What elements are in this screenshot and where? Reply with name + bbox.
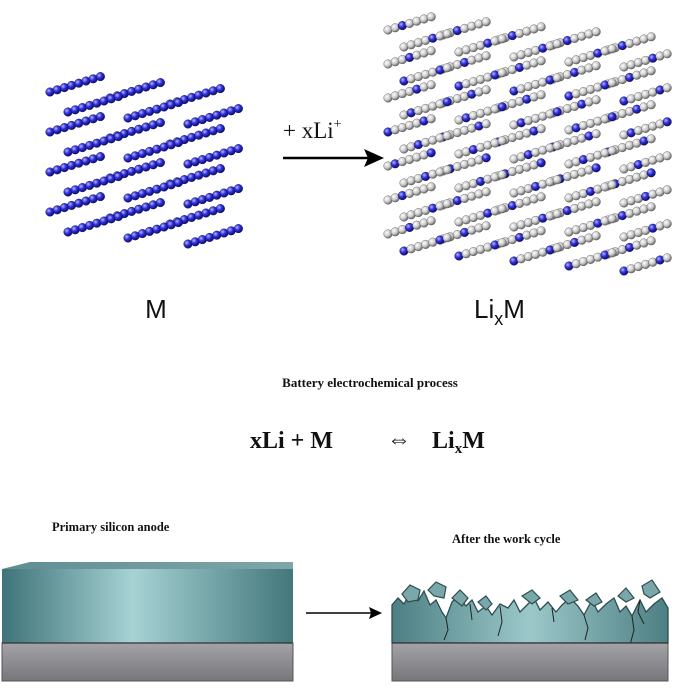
atom-chain <box>509 141 562 164</box>
atom-chain <box>383 46 436 69</box>
lattice-lixm-structure <box>383 12 672 276</box>
atom-chain <box>123 178 183 203</box>
atom-chain <box>509 243 562 266</box>
atom-chain <box>454 136 507 159</box>
atom-chain <box>564 78 617 101</box>
primary-anode-title: Primary silicon anode <box>52 520 170 534</box>
atom-chain <box>45 192 105 217</box>
atom-chain <box>509 175 562 198</box>
atom-chain <box>63 212 123 237</box>
atom-chain <box>619 185 672 208</box>
equation-left: xLi + M <box>250 428 333 454</box>
atom-chain <box>454 102 507 125</box>
atom-chain <box>509 107 562 130</box>
atom-chain <box>45 112 105 137</box>
atom-chain <box>399 97 452 120</box>
atom-chain <box>438 221 491 244</box>
atom-chain <box>564 248 617 271</box>
process-title: Battery electrochemical process <box>282 375 458 390</box>
atom-chain <box>454 204 507 227</box>
reaction-arrow <box>283 149 384 167</box>
atom-chain <box>564 180 617 203</box>
atom-chain <box>564 146 617 169</box>
atom-chain <box>509 209 562 232</box>
atom-chain <box>63 92 123 117</box>
atom-chain <box>105 198 165 223</box>
atom-chain <box>619 219 672 242</box>
atom-chain <box>619 151 672 174</box>
atom-chain <box>399 165 452 188</box>
atom-chain <box>45 72 105 97</box>
atom-chain <box>619 49 672 72</box>
atom-chain <box>123 218 183 243</box>
atom-chain <box>183 104 243 129</box>
after-cycle-title: After the work cycle <box>452 532 561 546</box>
atom-chain <box>383 114 436 137</box>
primary-anode-diagram <box>1 562 294 682</box>
atom-chain <box>183 144 243 169</box>
atom-chain <box>548 61 601 84</box>
atom-chain <box>183 224 243 249</box>
silicon-film <box>2 569 293 643</box>
label-lixm: LixM <box>474 294 525 329</box>
atom-chain <box>383 182 436 205</box>
reaction-equation: xLi + M ⇔ LixM <box>250 426 485 457</box>
atom-chain <box>45 152 105 177</box>
atom-chain <box>399 199 452 222</box>
atom-chain <box>509 73 562 96</box>
cycled-anode-diagram <box>391 579 669 682</box>
atom-chain <box>399 233 452 256</box>
lattice-m-structure <box>45 72 243 249</box>
atom-chain <box>383 80 436 103</box>
atom-chain <box>63 132 123 157</box>
atom-chain <box>619 117 672 140</box>
atom-chain <box>454 170 507 193</box>
atom-chain <box>454 238 507 261</box>
atom-chain <box>399 131 452 154</box>
equivalence-symbol: ⇔ <box>387 426 411 453</box>
arrow-label: + xLi+ <box>283 117 342 143</box>
atom-chain <box>454 34 507 57</box>
atom-chain <box>383 148 436 171</box>
substrate-right <box>391 642 669 682</box>
substrate-left <box>1 642 294 682</box>
atom-chain <box>383 216 436 239</box>
atom-chain <box>564 112 617 135</box>
equation-right: LixM <box>432 428 485 457</box>
atom-chain <box>183 184 243 209</box>
atom-chain <box>619 83 672 106</box>
atom-chain <box>399 29 452 52</box>
atom-chain <box>383 12 436 35</box>
atom-chain <box>564 214 617 237</box>
atom-chain <box>548 197 601 220</box>
atom-chain <box>399 63 452 86</box>
detached-particles <box>401 579 661 611</box>
atom-chain <box>123 98 183 123</box>
atom-chain <box>619 253 672 276</box>
atom-chain <box>123 138 183 163</box>
label-m: M <box>145 294 167 324</box>
atom-chain <box>454 68 507 91</box>
atom-chain <box>509 39 562 62</box>
cycle-arrow <box>306 607 382 619</box>
atom-chain <box>63 172 123 197</box>
atom-chain <box>564 44 617 67</box>
